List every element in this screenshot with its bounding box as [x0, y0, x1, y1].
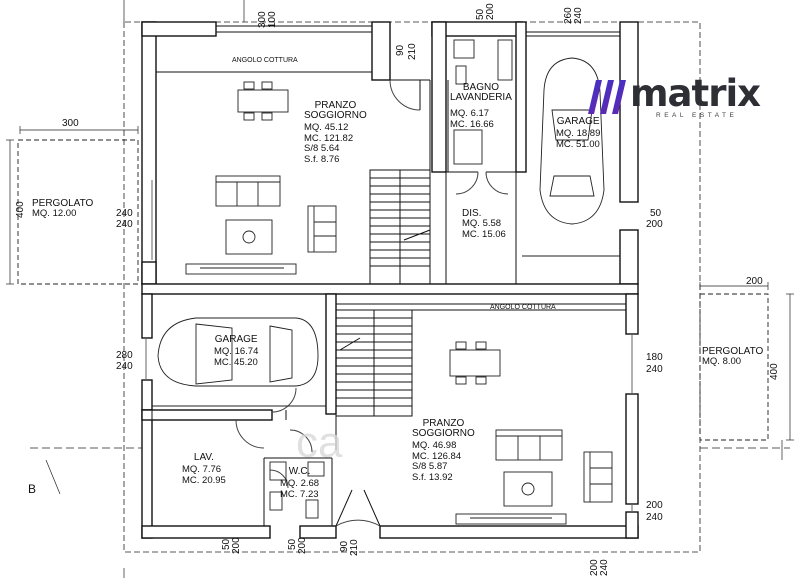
coffee-table	[503, 471, 553, 507]
logo-subtitle: REAL ESTATE	[656, 112, 738, 119]
dim-left-240a: 240	[116, 208, 133, 219]
dim-top-90: 90	[395, 44, 406, 56]
room-garage-upper: GARAGE MQ. 18.89 MC. 51.00	[556, 116, 601, 150]
wall	[371, 21, 391, 81]
wall	[619, 229, 639, 285]
pergolato-left	[17, 139, 139, 285]
dim-right-200: 200	[646, 219, 663, 230]
wall	[141, 525, 271, 539]
angolo-cottura-upper: ANGOLO COTTURA	[232, 57, 298, 64]
room-pranzo-lower: PRANZO SOGGIORNO MQ. 46.98 MC. 126.84 S/…	[412, 418, 475, 483]
room-disimpegno: DIS. MQ. 5.58 MC. 15.06	[462, 208, 506, 240]
wall	[619, 21, 639, 203]
pergolato-right	[699, 293, 769, 441]
wall	[325, 293, 337, 415]
wall	[299, 525, 337, 539]
dim-top-200: 200	[485, 3, 496, 20]
dim-right-180: 180	[646, 352, 663, 363]
logo-mark-icon	[588, 80, 626, 114]
wall	[379, 525, 639, 539]
wall	[431, 21, 447, 173]
sofa	[215, 175, 281, 207]
dim-right-240: 240	[646, 364, 663, 375]
interior-wall	[155, 71, 373, 80]
dim-top-210: 210	[407, 43, 418, 60]
dim-bot-240c: 240	[599, 559, 610, 576]
wall	[141, 283, 639, 295]
dim-right-200b: 200	[646, 500, 663, 511]
dim-left-400: 400	[15, 201, 26, 218]
dim-right-200-top: 200	[746, 276, 763, 287]
car-bottom	[157, 317, 319, 387]
wall	[515, 21, 527, 173]
dim-right-240b: 240	[646, 512, 663, 523]
dim-bot-200a: 200	[231, 537, 242, 554]
wall	[141, 293, 153, 339]
logo-wordmark: matrix	[630, 72, 761, 115]
room-wc: W.C. MQ. 2.68 MC. 7.23	[280, 466, 320, 500]
room-pergolato-left: PERGOLATO MQ. 12.00	[32, 198, 94, 219]
watermark: ca	[296, 418, 343, 467]
dim-left-280: 280	[116, 350, 133, 361]
sofa	[495, 429, 563, 461]
wall	[141, 261, 157, 285]
dim-right-50: 50	[650, 208, 662, 219]
wall	[141, 379, 153, 411]
dim-left-240c: 240	[116, 361, 133, 372]
dim-left-300: 300	[62, 118, 79, 129]
dining-table	[449, 349, 501, 377]
dim-left-240b: 240	[116, 219, 133, 230]
dim-bot-200b: 200	[297, 537, 308, 554]
matrix-logo: matrix REAL ESTATE	[584, 74, 761, 122]
dim-bot-210: 210	[349, 539, 360, 556]
wall	[625, 293, 639, 335]
wall	[625, 393, 639, 505]
section-marker-b: B	[28, 482, 37, 496]
room-pranzo-upper: PRANZO SOGGIORNO MQ. 45.12 MC. 121.82 S/…	[304, 100, 367, 165]
wall	[141, 21, 157, 285]
room-lavanderia-lower: LAV. MQ. 7.76 MC. 20.95	[182, 452, 226, 486]
dining-table	[237, 89, 289, 113]
coffee-table	[225, 219, 273, 255]
wall	[141, 409, 153, 539]
wall	[141, 409, 273, 421]
room-garage-lower: GARAGE MQ. 16.74 MC. 45.20	[214, 334, 259, 368]
dim-right-400: 400	[769, 363, 780, 380]
room-pergolato-right: PERGOLATO MQ. 8.00	[702, 346, 764, 367]
tv-unit	[455, 513, 567, 525]
angolo-cottura-lower: ANGOLO COTTURA	[490, 304, 556, 311]
tv-unit	[185, 263, 297, 275]
dim-top-100: 100	[267, 11, 278, 28]
wall	[141, 21, 217, 37]
dim-top-240: 240	[573, 7, 584, 24]
car-top	[539, 57, 605, 225]
room-bagno-lavanderia: BAGNO LAVANDERIA MQ. 6.17 MC. 16.66	[450, 82, 512, 130]
wall	[625, 511, 639, 539]
